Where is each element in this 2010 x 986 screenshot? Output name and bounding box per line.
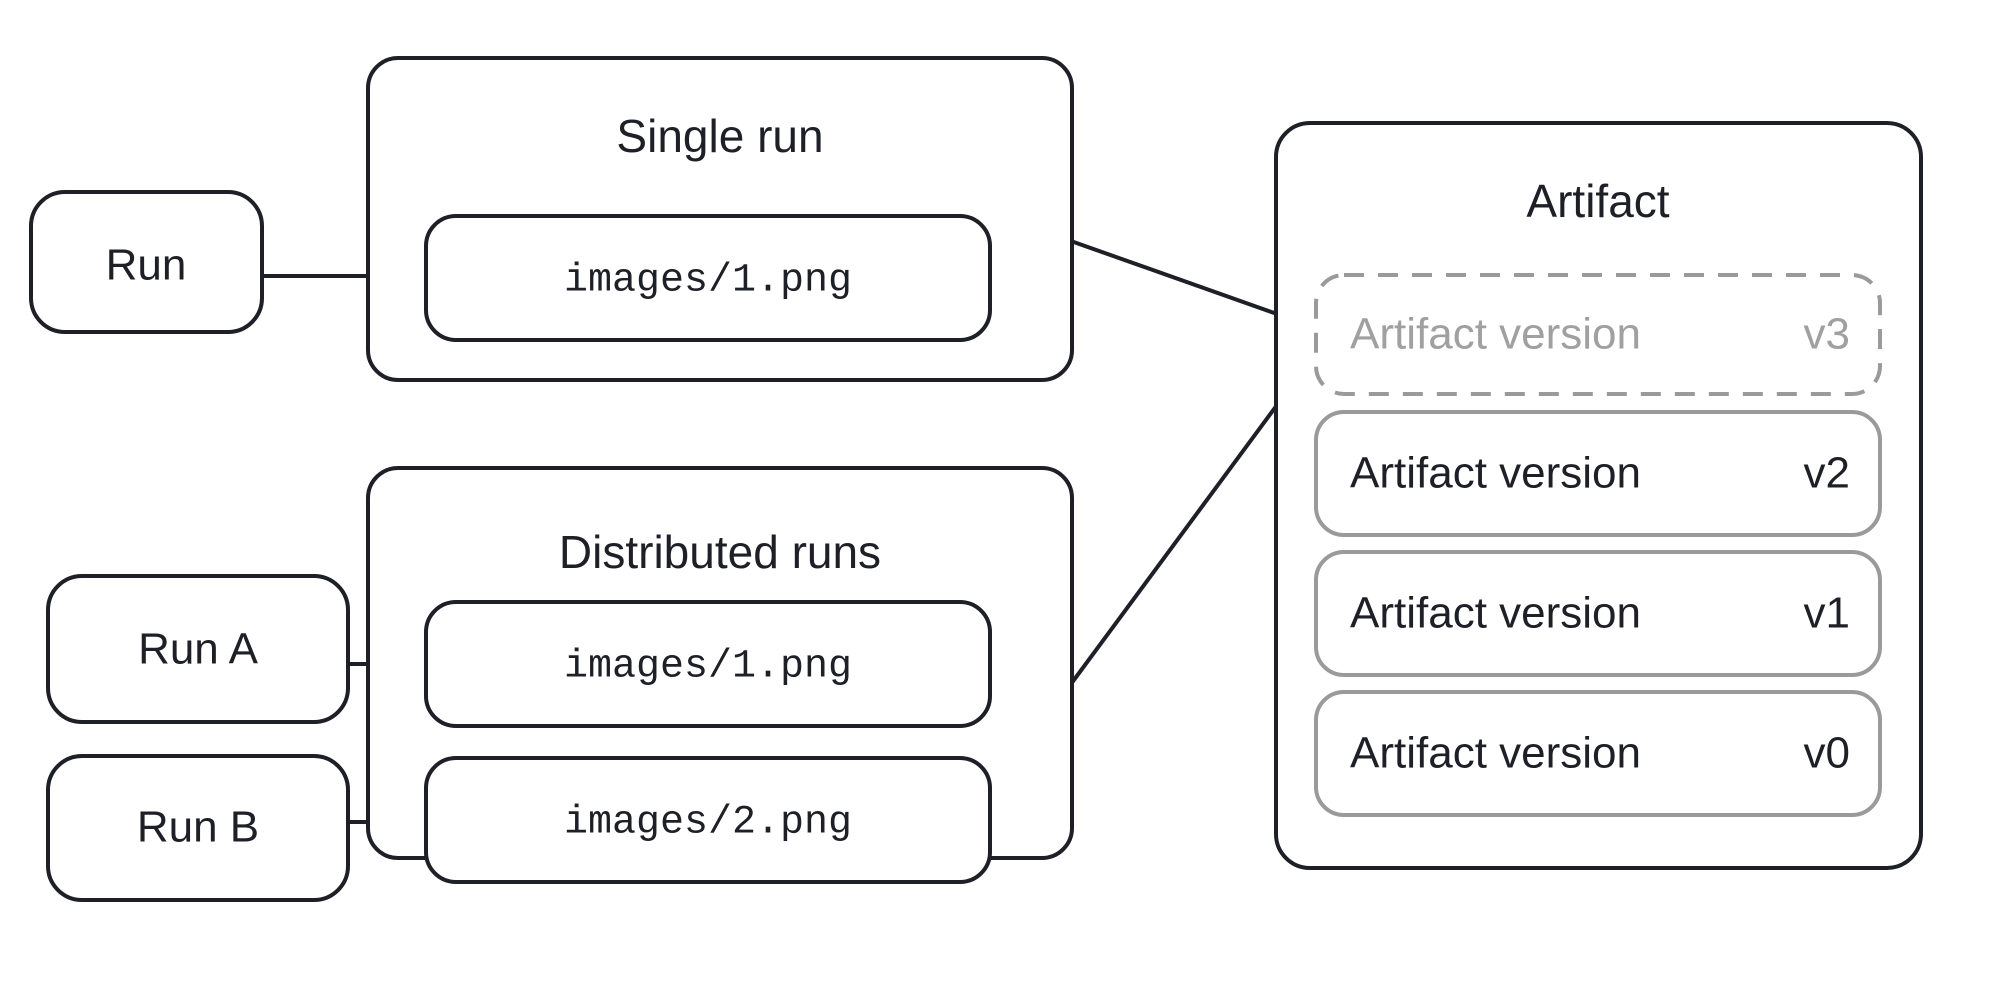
file-node-box[interactable]: [424, 214, 992, 342]
file-node-dist-1[interactable]: images/1.png: [424, 600, 992, 728]
artifact-version-box[interactable]: [1314, 550, 1882, 677]
group-distributed-runs: Distributed runs images/1.png images/2.p…: [366, 466, 1074, 884]
artifact-version-label: Artifact version: [1350, 449, 1641, 498]
node-run-a[interactable]: Run A: [46, 574, 350, 724]
node-run-b[interactable]: Run B: [46, 754, 350, 902]
artifact-version-row-v0[interactable]: Artifact version v0: [1314, 690, 1882, 817]
file-node-label: images/1.png: [564, 259, 852, 304]
node-run-box[interactable]: [29, 190, 264, 334]
artifact-panel-title: Artifact: [1526, 175, 1669, 227]
node-run-a-box[interactable]: [46, 574, 350, 724]
group-distributed-runs-title: Distributed runs: [559, 526, 881, 578]
node-run-b-box[interactable]: [46, 754, 350, 902]
node-run-label: Run: [106, 241, 187, 290]
node-run-b-label: Run B: [137, 803, 259, 852]
artifact-version-tag: v1: [1804, 589, 1850, 638]
artifact-version-label: Artifact version: [1350, 729, 1641, 778]
artifact-version-box[interactable]: [1314, 273, 1882, 396]
artifact-version-label: Artifact version: [1350, 589, 1641, 638]
file-node-single-1[interactable]: images/1.png: [424, 214, 992, 342]
artifact-version-row-v2[interactable]: Artifact version v2: [1314, 410, 1882, 537]
artifact-version-box[interactable]: [1314, 690, 1882, 817]
node-run-a-label: Run A: [138, 625, 259, 674]
artifact-version-tag: v3: [1804, 310, 1850, 359]
artifact-version-tag: v0: [1804, 729, 1850, 778]
artifact-version-tag: v2: [1804, 449, 1850, 498]
artifact-version-row-v1[interactable]: Artifact version v1: [1314, 550, 1882, 677]
file-node-box[interactable]: [424, 756, 992, 884]
file-node-box[interactable]: [424, 600, 992, 728]
artifact-version-box[interactable]: [1314, 410, 1882, 537]
group-single-run-title: Single run: [616, 110, 823, 162]
file-node-label: images/1.png: [564, 645, 852, 690]
artifact-panel: Artifact Artifact version v3 Artifact ve…: [1274, 121, 1923, 870]
group-single-run: Single run images/1.png: [366, 56, 1074, 382]
file-node-dist-2[interactable]: images/2.png: [424, 756, 992, 884]
node-run[interactable]: Run: [29, 190, 264, 334]
artifact-version-row-v3[interactable]: Artifact version v3: [1314, 273, 1882, 396]
artifact-version-label: Artifact version: [1350, 310, 1641, 359]
file-node-label: images/2.png: [564, 801, 852, 846]
